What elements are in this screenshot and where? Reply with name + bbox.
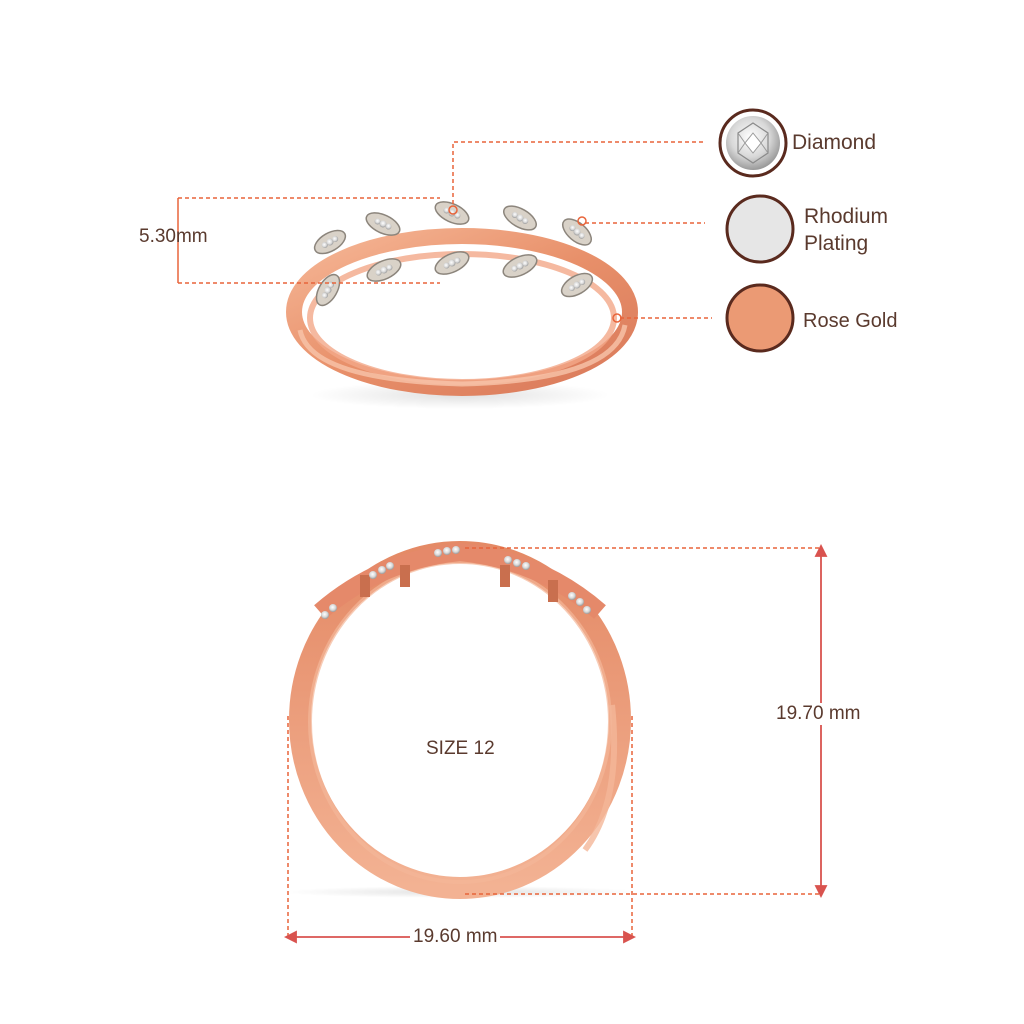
legend-diamond-label: Diamond — [792, 131, 877, 154]
legend-rose-gold-label: Rose Gold — [803, 310, 898, 332]
leaf-stones — [313, 201, 594, 307]
legend-rhodium-label-line1: Rhodium — [804, 205, 889, 228]
legend-rhodium-label-line2: Plating — [804, 232, 869, 255]
diamond-icon — [718, 108, 788, 178]
front-stones — [321, 546, 591, 619]
ring-front-view — [282, 541, 828, 944]
rose-gold-swatch — [725, 283, 795, 353]
ring-size-label: SIZE 12 — [426, 738, 495, 759]
ring-top-view — [177, 141, 712, 409]
leader-lines — [178, 141, 712, 319]
outer-height-dimension-label: 19.70 mm — [773, 703, 864, 725]
height-dimension-label: 5.30mm — [139, 226, 208, 247]
outer-width-dimension-label: 19.60 mm — [410, 926, 501, 948]
rhodium-swatch — [725, 194, 795, 264]
